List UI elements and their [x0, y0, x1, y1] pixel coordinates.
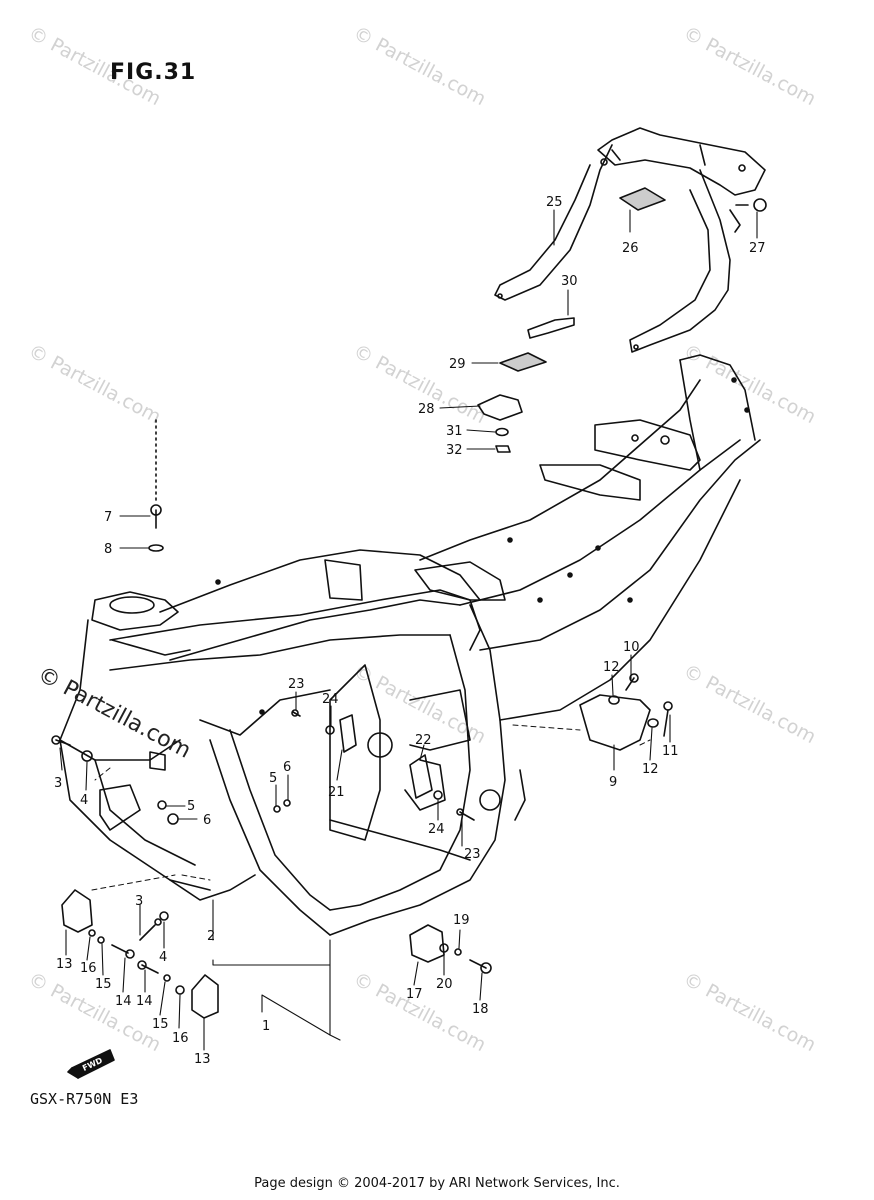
- nut-part-12: [647, 718, 659, 728]
- bolt-part-23: [456, 808, 475, 821]
- callout-16: 16: [80, 961, 97, 976]
- callout-32: 32: [446, 443, 463, 458]
- callout-24: 24: [322, 692, 339, 707]
- nut-part-6: [167, 813, 179, 825]
- callout-13: 13: [56, 957, 73, 972]
- model-code: GSX-R750N E3: [30, 1090, 139, 1108]
- callout-4: 4: [80, 793, 88, 808]
- callout-6: 6: [283, 760, 291, 775]
- callout-23: 23: [288, 677, 305, 692]
- callout-14: 14: [136, 994, 153, 1009]
- callout-1: 1: [262, 1019, 270, 1034]
- callout-14: 14: [115, 994, 132, 1009]
- page-footer: Page design © 2004-2017 by ARI Network S…: [254, 1176, 620, 1191]
- engine-bracket-part-13: [61, 889, 93, 933]
- nut-part-32: [495, 445, 511, 453]
- bolt-part-11: [663, 701, 673, 737]
- callout-8: 8: [104, 542, 112, 557]
- washer-part-15: [97, 936, 105, 944]
- mount-boss: [149, 751, 166, 771]
- callout-16: 16: [172, 1031, 189, 1046]
- bolt-part-18: [469, 959, 492, 974]
- washer-part-8: [148, 544, 164, 552]
- callout-12: 12: [603, 660, 620, 675]
- callout-12: 12: [642, 762, 659, 777]
- leader-lines: [59, 209, 758, 1051]
- callout-10: 10: [623, 640, 640, 655]
- engine-mount-bracket: [99, 784, 141, 831]
- washer-part-4: [159, 911, 169, 921]
- bolt-part-14: [137, 960, 159, 974]
- callout-29: 29: [449, 357, 466, 372]
- bolt-part-3: [51, 735, 71, 746]
- nut-part-24: [433, 790, 443, 800]
- washer-part-16: [88, 929, 96, 937]
- callout-25: 25: [546, 195, 563, 210]
- bolt-part-3: [139, 918, 162, 941]
- bolt-part-27: [735, 198, 767, 212]
- callout-5: 5: [269, 771, 277, 786]
- callout-15: 15: [95, 977, 112, 992]
- callout-30: 30: [561, 274, 578, 289]
- callout-3: 3: [135, 894, 143, 909]
- washer-part-31: [495, 427, 509, 437]
- nut-part-12: [608, 695, 620, 705]
- nut-part-5: [157, 800, 167, 810]
- bolt-part-23: [291, 709, 301, 717]
- callout-4: 4: [159, 950, 167, 965]
- callout-19: 19: [453, 913, 470, 928]
- callout-31: 31: [446, 424, 463, 439]
- callout-20: 20: [436, 977, 453, 992]
- main-frame-part-1: [59, 354, 761, 936]
- figure-title: FIG.31: [110, 60, 197, 85]
- washer-part-19: [454, 948, 462, 956]
- bolt-part-14: [111, 944, 135, 959]
- engine-bracket-part-13: [191, 974, 219, 1019]
- callout-18: 18: [472, 1002, 489, 1017]
- seat-rail-part-25: [494, 127, 766, 353]
- bolt-part-7: [150, 504, 162, 529]
- callout-2: 2: [207, 929, 215, 944]
- callout-17: 17: [406, 987, 423, 1002]
- fwd-direction-arrow: FWD: [67, 1049, 115, 1079]
- engine-bracket-part-17: [409, 924, 445, 963]
- callout-9: 9: [609, 775, 617, 790]
- washer-part-16: [175, 985, 185, 995]
- assembly-lines: [91, 724, 651, 891]
- bracket-part-30: [527, 317, 575, 339]
- callout-labels: 1 2 3 3 4 4 5 5 6 6 7 8 9 10 11 12 12 13…: [54, 195, 766, 1067]
- callout-15: 15: [152, 1017, 169, 1032]
- callout-11: 11: [662, 744, 679, 759]
- nut-part-6: [283, 799, 291, 807]
- bracket-part-9: [579, 694, 651, 751]
- damper-part-28: [477, 394, 523, 421]
- washer-part-15: [163, 974, 171, 982]
- callout-3: 3: [54, 776, 62, 791]
- washer-part-4: [81, 750, 93, 762]
- callout-26: 26: [622, 241, 639, 256]
- nut-part-24: [325, 725, 335, 735]
- callout-23: 23: [464, 847, 481, 862]
- callout-21: 21: [328, 785, 345, 800]
- callout-7: 7: [104, 510, 112, 525]
- callout-22: 22: [415, 733, 432, 748]
- bolt-part-10: [625, 673, 639, 691]
- pad-part-26: [619, 187, 666, 211]
- callout-24: 24: [428, 822, 445, 837]
- callout-6: 6: [203, 813, 211, 828]
- callout-5: 5: [187, 799, 195, 814]
- nut-part-5: [273, 805, 281, 813]
- callout-27: 27: [749, 241, 766, 256]
- plate-part-21: [339, 714, 357, 753]
- callout-28: 28: [418, 402, 435, 417]
- callout-13: 13: [194, 1052, 211, 1067]
- cushion-part-29: [499, 352, 547, 372]
